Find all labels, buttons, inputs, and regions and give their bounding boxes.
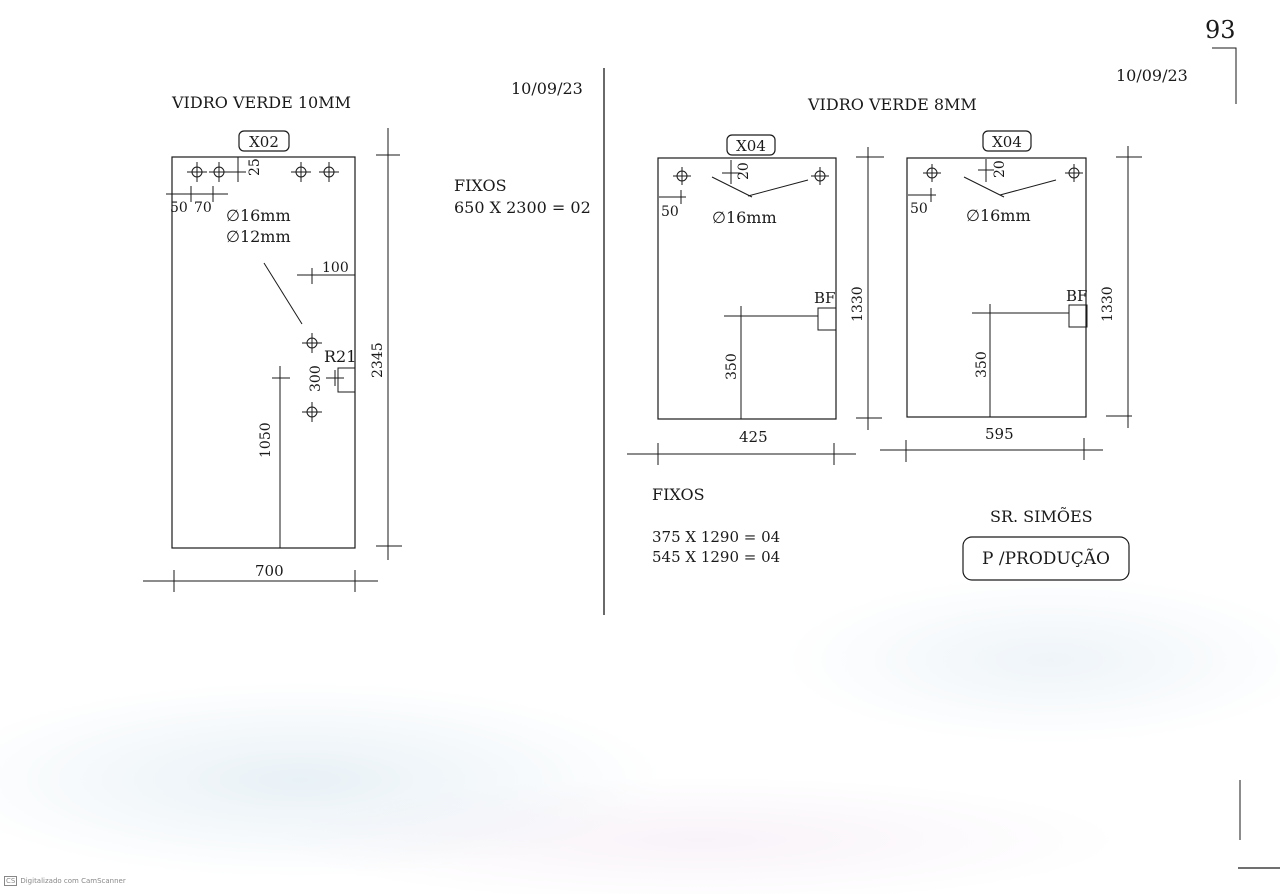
right-panel-2-edge: 50 <box>910 201 928 217</box>
right-panel-2 <box>906 157 1087 418</box>
hole-mark <box>319 162 339 182</box>
right-fixos-line-1: 375 X 1290 = 04 <box>652 528 780 546</box>
lock-cutout <box>337 367 356 393</box>
left-hole-note-1: ∅16mm <box>226 206 291 225</box>
right-panel-1-top-offset: 20 <box>736 162 752 180</box>
right-panel-1-edge: 50 <box>661 204 679 220</box>
production-stamp: P /PRODUÇÃO <box>982 548 1110 569</box>
right-panel-1-height: 1330 <box>850 286 866 322</box>
hole-mark <box>291 162 311 182</box>
left-fixos-line: 650 X 2300 = 02 <box>454 198 591 217</box>
left-cut-label: R21 <box>324 347 356 366</box>
right-panel-2-hole: ∅16mm <box>966 206 1031 225</box>
client-name: SR. SIMÕES <box>990 506 1093 526</box>
scanner-label: Digitalizado com CamScanner <box>20 877 126 885</box>
hole-mark <box>923 164 941 182</box>
left-top-offset: 25 <box>247 158 263 176</box>
leader-line <box>711 176 753 198</box>
right-panel-2-top-offset: 20 <box>992 160 1008 178</box>
right-panel-1-handle-height: 350 <box>724 353 740 380</box>
right-title: VIDRO VERDE 8MM <box>807 95 977 114</box>
right-date: 10/09/23 <box>1116 66 1188 85</box>
right-fixos-title: FIXOS <box>652 485 705 504</box>
left-tag: X02 <box>249 133 279 151</box>
right-panel-2-lock-cutout <box>1068 304 1088 328</box>
hole-mark <box>302 402 322 422</box>
left-tag-box <box>238 130 290 152</box>
left-hole-dim: 100 <box>322 260 349 276</box>
right-panel-1-hole: ∅16mm <box>712 208 777 227</box>
left-height-1050: 1050 <box>258 422 274 458</box>
right-fixos-line-2: 545 X 1290 = 04 <box>652 548 780 566</box>
leader-line <box>963 176 1005 198</box>
production-stamp-box <box>962 536 1130 581</box>
right-panel-2-height: 1330 <box>1100 286 1116 322</box>
right-panel-2-bf: BF <box>1066 287 1087 305</box>
left-offset-300: 300 <box>308 365 324 392</box>
left-title: VIDRO VERDE 10MM <box>171 93 351 112</box>
left-edge-b: 70 <box>194 200 212 216</box>
leader-line <box>747 179 809 197</box>
left-date: 10/09/23 <box>511 79 583 98</box>
hole-mark <box>302 333 322 353</box>
right-panel-2-tag-box <box>982 130 1032 152</box>
right-panel-1-tag-box <box>726 134 776 156</box>
hole-mark <box>187 162 207 182</box>
hole-mark <box>811 167 829 185</box>
corner-mark <box>1212 47 1237 104</box>
left-glass-panel <box>171 156 356 549</box>
scanner-badge: CS <box>4 876 18 886</box>
hole-mark <box>673 167 691 185</box>
right-panel-2-handle-height: 350 <box>974 351 990 378</box>
leader-line <box>999 179 1057 196</box>
left-hole-note-2: ∅12mm <box>226 227 291 246</box>
left-total-height: 2345 <box>370 342 386 378</box>
left-edge-a: 50 <box>170 200 188 216</box>
leader-line <box>263 262 303 325</box>
hole-mark <box>209 162 229 182</box>
right-panel-1-lock-cutout <box>817 307 837 331</box>
right-panel-1-width: 425 <box>739 428 768 446</box>
left-width: 700 <box>255 562 284 580</box>
left-fixos-title: FIXOS <box>454 176 507 195</box>
right-panel-2-width: 595 <box>985 425 1014 443</box>
right-panel-1-bf: BF <box>814 289 835 307</box>
right-panel-1-tag: X04 <box>736 137 766 155</box>
page-number: 93 <box>1205 16 1236 44</box>
right-panel-1 <box>657 157 837 420</box>
right-panel-2-tag: X04 <box>992 133 1022 151</box>
hole-mark <box>1065 164 1083 182</box>
